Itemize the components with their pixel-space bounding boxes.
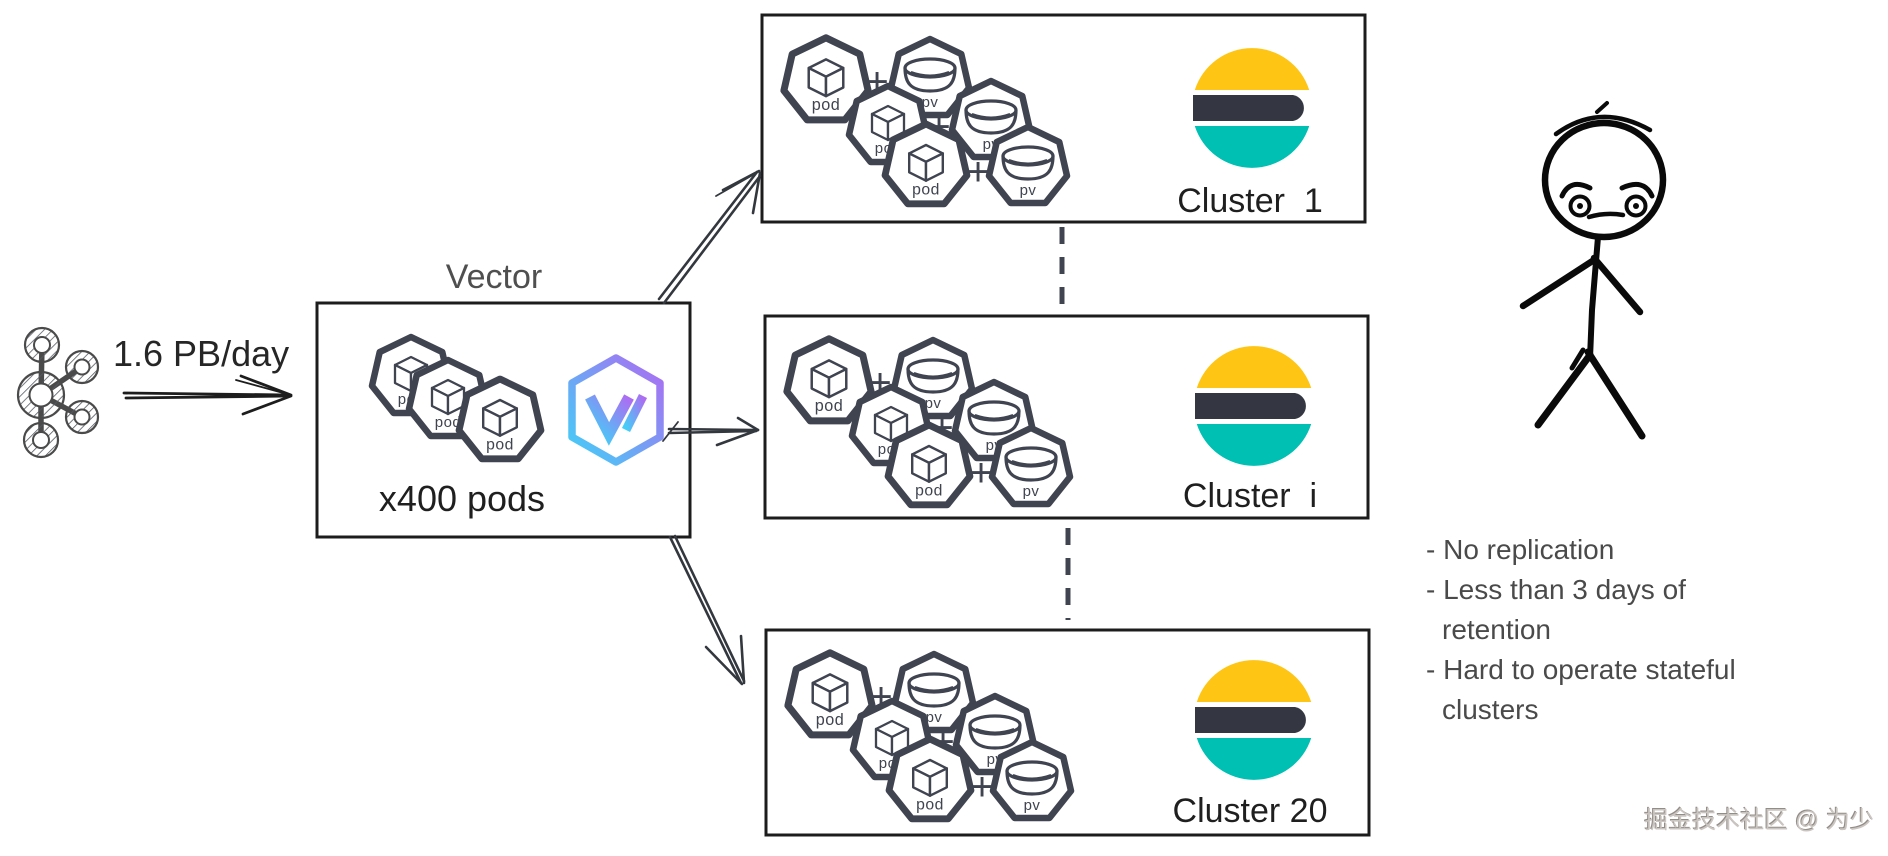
- ingest-arrow: [122, 374, 293, 416]
- right-arm: [1590, 254, 1644, 316]
- head-sketch-stroke: [1553, 114, 1653, 137]
- throughput-label: 1.6 PB/day: [113, 333, 289, 374]
- cluster-20-label: Cluster 20: [1173, 792, 1328, 830]
- vector-box: x400 pods: [315, 301, 692, 539]
- note-item: - No replication: [1426, 534, 1615, 565]
- elasticsearch-logo: [1195, 346, 1312, 466]
- cluster-1-label: Cluster 1: [1177, 182, 1323, 220]
- stick-figure: [1519, 101, 1667, 440]
- right-leg: [1584, 348, 1646, 440]
- left-leg: [1534, 351, 1594, 429]
- note-item: - Less than 3 days of retention: [1426, 574, 1686, 645]
- watermark: 掘金技术社区 @ 为少: [1644, 807, 1874, 834]
- left-arm: [1519, 256, 1598, 310]
- pod-icon: [459, 379, 541, 459]
- pods-count-label: x400 pods: [379, 478, 545, 519]
- elasticsearch-logo: [1195, 660, 1312, 780]
- cluster-i-label: Cluster i: [1183, 477, 1317, 515]
- vector-logo: [568, 354, 664, 466]
- cluster-box-1: Cluster 1: [760, 13, 1367, 224]
- mouth: [1586, 211, 1626, 220]
- cluster-box-i: Cluster i: [763, 314, 1370, 520]
- note-item: - Hard to operate stateful clusters: [1426, 654, 1736, 725]
- notes-list: - No replication - Less than 3 days of r…: [1426, 530, 1791, 730]
- worried-face: [1559, 181, 1655, 220]
- vector-title: Vector: [446, 258, 542, 296]
- cluster-box-20: Cluster 20: [764, 628, 1371, 837]
- arrow-to-cluster-20: [668, 534, 746, 686]
- arrow-to-cluster-1: [657, 169, 762, 305]
- elasticsearch-logo: [1193, 48, 1310, 168]
- arrow-to-cluster-i: [662, 416, 760, 447]
- kafka-icon: [16, 326, 100, 459]
